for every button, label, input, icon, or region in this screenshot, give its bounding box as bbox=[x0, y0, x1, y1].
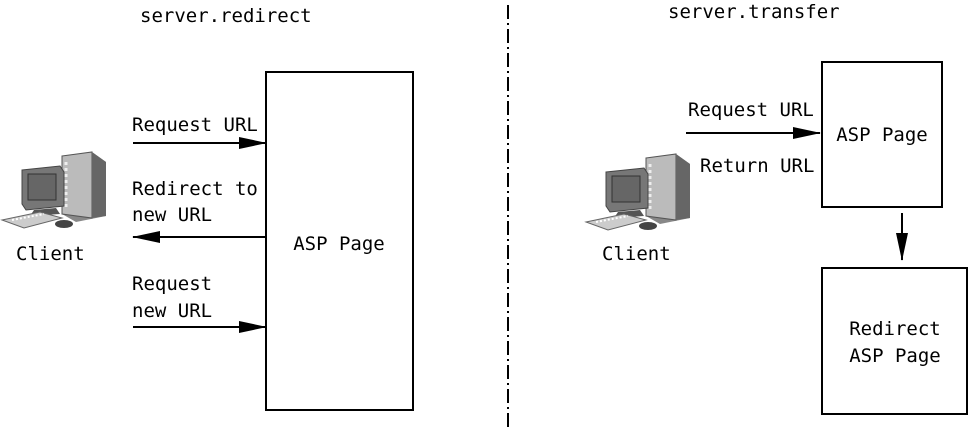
left-redirect-label-2: new URL bbox=[132, 204, 212, 226]
right-asp-page-label: ASP Page bbox=[836, 124, 928, 146]
left-request-url-label: Request URL bbox=[132, 114, 258, 136]
right-client-label: Client bbox=[602, 243, 671, 265]
left-asp-page-label: ASP Page bbox=[293, 233, 385, 255]
left-request-new-label-2: new URL bbox=[132, 300, 212, 322]
right-return-url-label: Return URL bbox=[700, 155, 814, 177]
right-request-url-label: Request URL bbox=[688, 99, 814, 121]
right-asp-page-box bbox=[821, 61, 943, 208]
redirect-box-label-2: ASP Page bbox=[849, 345, 941, 367]
redirect-box-label-1: Redirect bbox=[849, 318, 941, 340]
left-asp-page-box bbox=[265, 71, 414, 411]
left-request-new-label-1: Request bbox=[132, 273, 212, 295]
right-title: server.transfer bbox=[668, 1, 840, 23]
left-redirect-label-1: Redirect to bbox=[132, 178, 258, 200]
left-client-label: Client bbox=[16, 243, 85, 265]
right-client-computer-icon bbox=[584, 152, 692, 232]
left-client-computer-icon bbox=[0, 150, 108, 230]
redirect-asp-page-box bbox=[821, 267, 968, 415]
left-title: server.redirect bbox=[140, 5, 312, 27]
